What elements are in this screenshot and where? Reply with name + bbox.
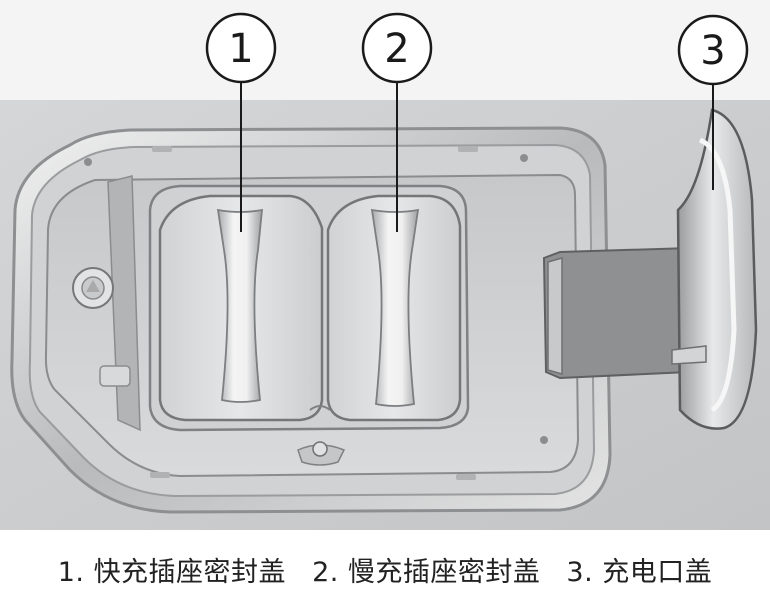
callout-1-number: 1 [228,26,253,72]
caption-text: 快充插座密封盖 [94,557,287,588]
caption-number: 2. [312,557,339,588]
caption-item-slow-charge: 2. 慢充插座密封盖 [312,550,540,589]
lid-hinge-arm [544,248,690,378]
caption-number: 1. [58,557,85,588]
lid-latch-pin [672,346,706,364]
caption-number: 3. [566,557,593,588]
caption-item-port-lid: 3. 充电口盖 [566,550,712,589]
drain-screw-icon [313,442,327,456]
caption-item-fast-charge: 1. 快充插座密封盖 [58,550,286,589]
screw-icon [520,154,528,162]
screw-icon [84,158,92,166]
callout-3-number: 3 [700,28,725,74]
latch-tab [100,366,130,386]
clip-mark [152,146,172,152]
figure-caption: 1. 快充插座密封盖 2. 慢充插座密封盖 3. 充电口盖 [0,530,770,608]
caption-text: 充电口盖 [602,557,712,588]
clip-mark [150,472,170,478]
callout-2-number: 2 [384,26,409,72]
caption-text: 慢充插座密封盖 [348,557,541,588]
screw-icon [540,436,548,444]
clip-mark [456,474,476,480]
hinge-arm-edge [548,258,562,374]
clip-mark [458,146,478,152]
charging-port-drawing: 1 2 3 [0,0,770,530]
